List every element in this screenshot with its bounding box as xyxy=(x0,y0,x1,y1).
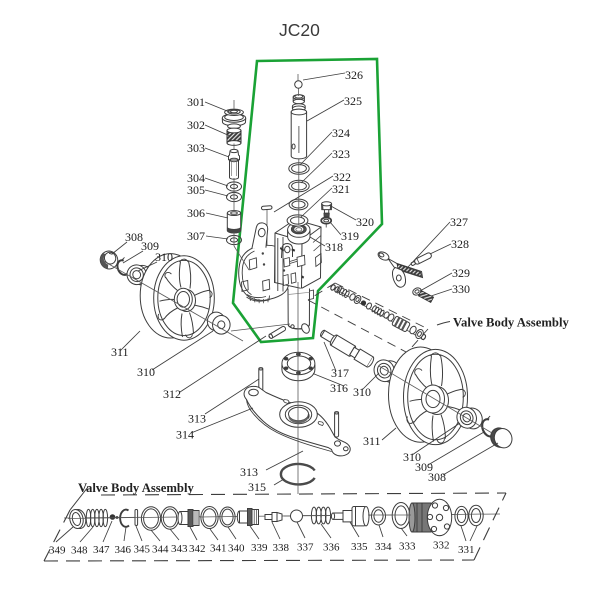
svg-text:316: 316 xyxy=(330,381,348,395)
svg-text:320: 320 xyxy=(356,215,374,229)
svg-text:328: 328 xyxy=(451,237,469,251)
svg-text:338: 338 xyxy=(273,542,290,554)
svg-text:309: 309 xyxy=(141,239,159,253)
svg-text:Valve Body Assembly: Valve Body Assembly xyxy=(453,316,570,330)
svg-text:321: 321 xyxy=(332,182,350,196)
svg-text:331: 331 xyxy=(458,544,475,556)
svg-text:313: 313 xyxy=(240,465,258,479)
svg-text:326: 326 xyxy=(345,68,363,82)
svg-text:349: 349 xyxy=(49,545,66,557)
svg-text:306: 306 xyxy=(187,206,205,220)
svg-text:311: 311 xyxy=(111,345,129,359)
svg-text:319: 319 xyxy=(341,229,359,243)
svg-text:310: 310 xyxy=(155,250,173,264)
svg-text:334: 334 xyxy=(375,541,392,553)
svg-text:305: 305 xyxy=(187,183,205,197)
svg-text:330: 330 xyxy=(452,282,470,296)
svg-text:339: 339 xyxy=(251,542,268,554)
svg-text:312: 312 xyxy=(163,387,181,401)
svg-text:308: 308 xyxy=(428,470,446,484)
svg-text:323: 323 xyxy=(332,147,350,161)
svg-text:332: 332 xyxy=(433,540,450,552)
svg-text:345: 345 xyxy=(134,544,151,556)
svg-text:309: 309 xyxy=(415,460,433,474)
svg-text:346: 346 xyxy=(115,544,132,556)
svg-text:302: 302 xyxy=(187,118,205,132)
svg-text:340: 340 xyxy=(228,543,245,555)
svg-text:307: 307 xyxy=(187,229,205,243)
svg-text:336: 336 xyxy=(323,542,340,554)
svg-text:343: 343 xyxy=(171,543,188,555)
svg-text:JC20: JC20 xyxy=(279,20,320,40)
svg-text:324: 324 xyxy=(332,126,350,140)
svg-text:317: 317 xyxy=(331,366,349,380)
svg-text:314: 314 xyxy=(176,428,194,442)
svg-text:325: 325 xyxy=(344,94,362,108)
svg-text:315: 315 xyxy=(248,480,266,494)
svg-text:344: 344 xyxy=(152,544,169,556)
svg-text:304: 304 xyxy=(187,171,205,185)
svg-text:310: 310 xyxy=(353,385,371,399)
svg-text:308: 308 xyxy=(125,230,143,244)
svg-text:318: 318 xyxy=(325,240,343,254)
svg-text:310: 310 xyxy=(137,365,155,379)
svg-text:327: 327 xyxy=(450,215,468,229)
svg-text:Valve Body Assembly: Valve Body Assembly xyxy=(78,481,195,495)
svg-text:348: 348 xyxy=(71,545,88,557)
svg-text:342: 342 xyxy=(189,543,206,555)
svg-text:311: 311 xyxy=(363,434,381,448)
svg-text:310: 310 xyxy=(403,450,421,464)
svg-text:322: 322 xyxy=(333,170,351,184)
svg-text:337: 337 xyxy=(297,542,314,554)
svg-text:301: 301 xyxy=(187,95,205,109)
svg-text:335: 335 xyxy=(351,541,368,553)
svg-text:313: 313 xyxy=(188,412,206,426)
svg-text:329: 329 xyxy=(452,266,470,280)
svg-text:341: 341 xyxy=(210,543,227,555)
svg-text:303: 303 xyxy=(187,141,205,155)
svg-text:347: 347 xyxy=(93,544,110,556)
svg-text:333: 333 xyxy=(399,541,416,553)
